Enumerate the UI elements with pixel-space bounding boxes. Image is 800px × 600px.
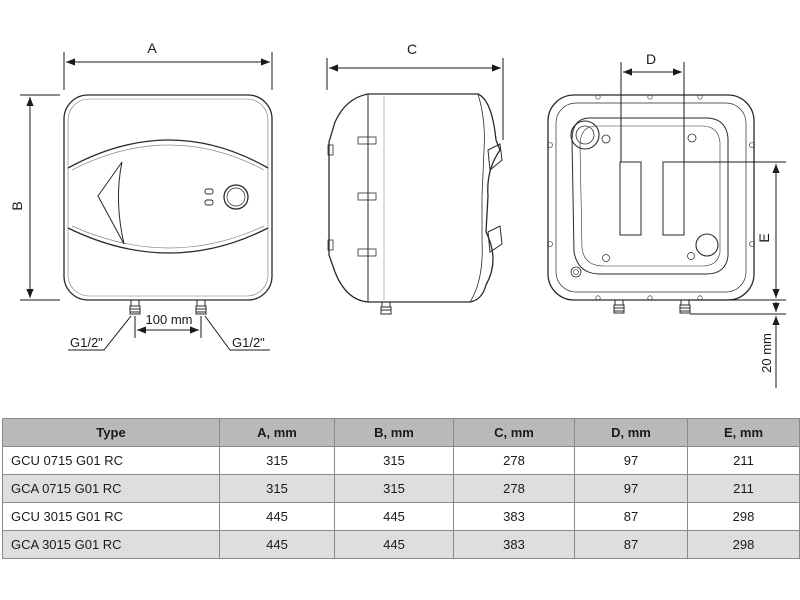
pipe-connector-icon	[679, 299, 691, 314]
cell-d: 97	[574, 446, 688, 475]
cell-c: 278	[453, 446, 575, 475]
front-view	[63, 94, 273, 315]
header-d: D, mm	[574, 418, 688, 447]
anode-plug-icon	[570, 120, 600, 150]
dimension-label-spacing: 100 mm	[146, 312, 193, 327]
cell-e: 298	[687, 530, 800, 559]
thermostat-knob-icon	[223, 184, 249, 210]
cell-b: 445	[334, 502, 454, 531]
cell-b: 315	[334, 446, 454, 475]
cell-c: 383	[453, 502, 575, 531]
thread-leaders	[68, 315, 270, 351]
cell-c: 278	[453, 474, 575, 503]
table-row: GCA 0715 G01 RC 315 315 278 97 211	[2, 474, 800, 503]
back-mounting-plate	[571, 117, 729, 275]
pipe-connector-icon	[129, 299, 141, 315]
thread-label-right: G1/2"	[232, 335, 265, 350]
header-type: Type	[2, 418, 220, 447]
cell-d: 87	[574, 530, 688, 559]
cell-a: 315	[219, 474, 335, 503]
side-body-outline	[328, 93, 501, 303]
indicator-light-icon	[204, 199, 214, 206]
cell-d: 97	[574, 474, 688, 503]
thread-label-left: G1/2"	[70, 335, 103, 350]
dimension-label-clearance: 20 mm	[759, 333, 774, 373]
side-view	[327, 93, 503, 315]
dimension-label-e: E	[756, 233, 772, 242]
pipe-connector-icon	[613, 299, 625, 314]
dimension-d	[620, 62, 685, 162]
cell-a: 315	[219, 446, 335, 475]
cell-e: 211	[687, 446, 800, 475]
cell-a: 445	[219, 502, 335, 531]
front-wedge	[97, 161, 125, 245]
dimension-label-a: A	[147, 40, 157, 56]
mounting-slot-icon	[662, 161, 685, 236]
table-row: GCU 3015 G01 RC 445 445 383 87 298	[2, 502, 800, 531]
cell-e: 211	[687, 474, 800, 503]
cell-e: 298	[687, 502, 800, 531]
cell-b: 315	[334, 474, 454, 503]
cell-type: GCU 0715 G01 RC	[2, 446, 220, 475]
cell-type: GCU 3015 G01 RC	[2, 502, 220, 531]
technical-drawing: A B 100 mm G1/2" G1/2"	[9, 40, 786, 388]
table-header-row: Type A, mm B, mm C, mm D, mm E, mm	[2, 418, 800, 447]
table-row: GCA 3015 G01 RC 445 445 383 87 298	[2, 530, 800, 559]
pipe-connector-icon	[380, 301, 392, 315]
dimension-e	[684, 161, 786, 301]
table-row: GCU 0715 G01 RC 315 315 278 97 211	[2, 446, 800, 475]
back-view	[547, 94, 755, 314]
dimension-a	[63, 52, 273, 90]
indicator-light-icon	[204, 188, 214, 195]
mounting-slot-icon	[619, 161, 642, 236]
header-c: C, mm	[453, 418, 575, 447]
cell-d: 87	[574, 502, 688, 531]
dimension-clearance	[690, 302, 786, 388]
dimension-spacing	[134, 316, 202, 338]
cell-b: 445	[334, 530, 454, 559]
header-a: A, mm	[219, 418, 335, 447]
header-b: B, mm	[334, 418, 454, 447]
specification-table: Type A, mm B, mm C, mm D, mm E, mm GCU 0…	[2, 418, 800, 559]
header-e: E, mm	[687, 418, 800, 447]
cell-type: GCA 0715 G01 RC	[2, 474, 220, 503]
front-body-outline	[63, 94, 273, 301]
dimension-label-b: B	[9, 201, 25, 210]
dimension-label-c: C	[407, 41, 417, 57]
pipe-connector-icon	[195, 299, 207, 315]
cell-c: 383	[453, 530, 575, 559]
dimension-b	[20, 94, 60, 301]
dimension-label-d: D	[646, 51, 656, 67]
cell-a: 445	[219, 530, 335, 559]
front-panel-curve	[67, 139, 269, 254]
cell-type: GCA 3015 G01 RC	[2, 530, 220, 559]
dimension-c	[326, 58, 504, 140]
